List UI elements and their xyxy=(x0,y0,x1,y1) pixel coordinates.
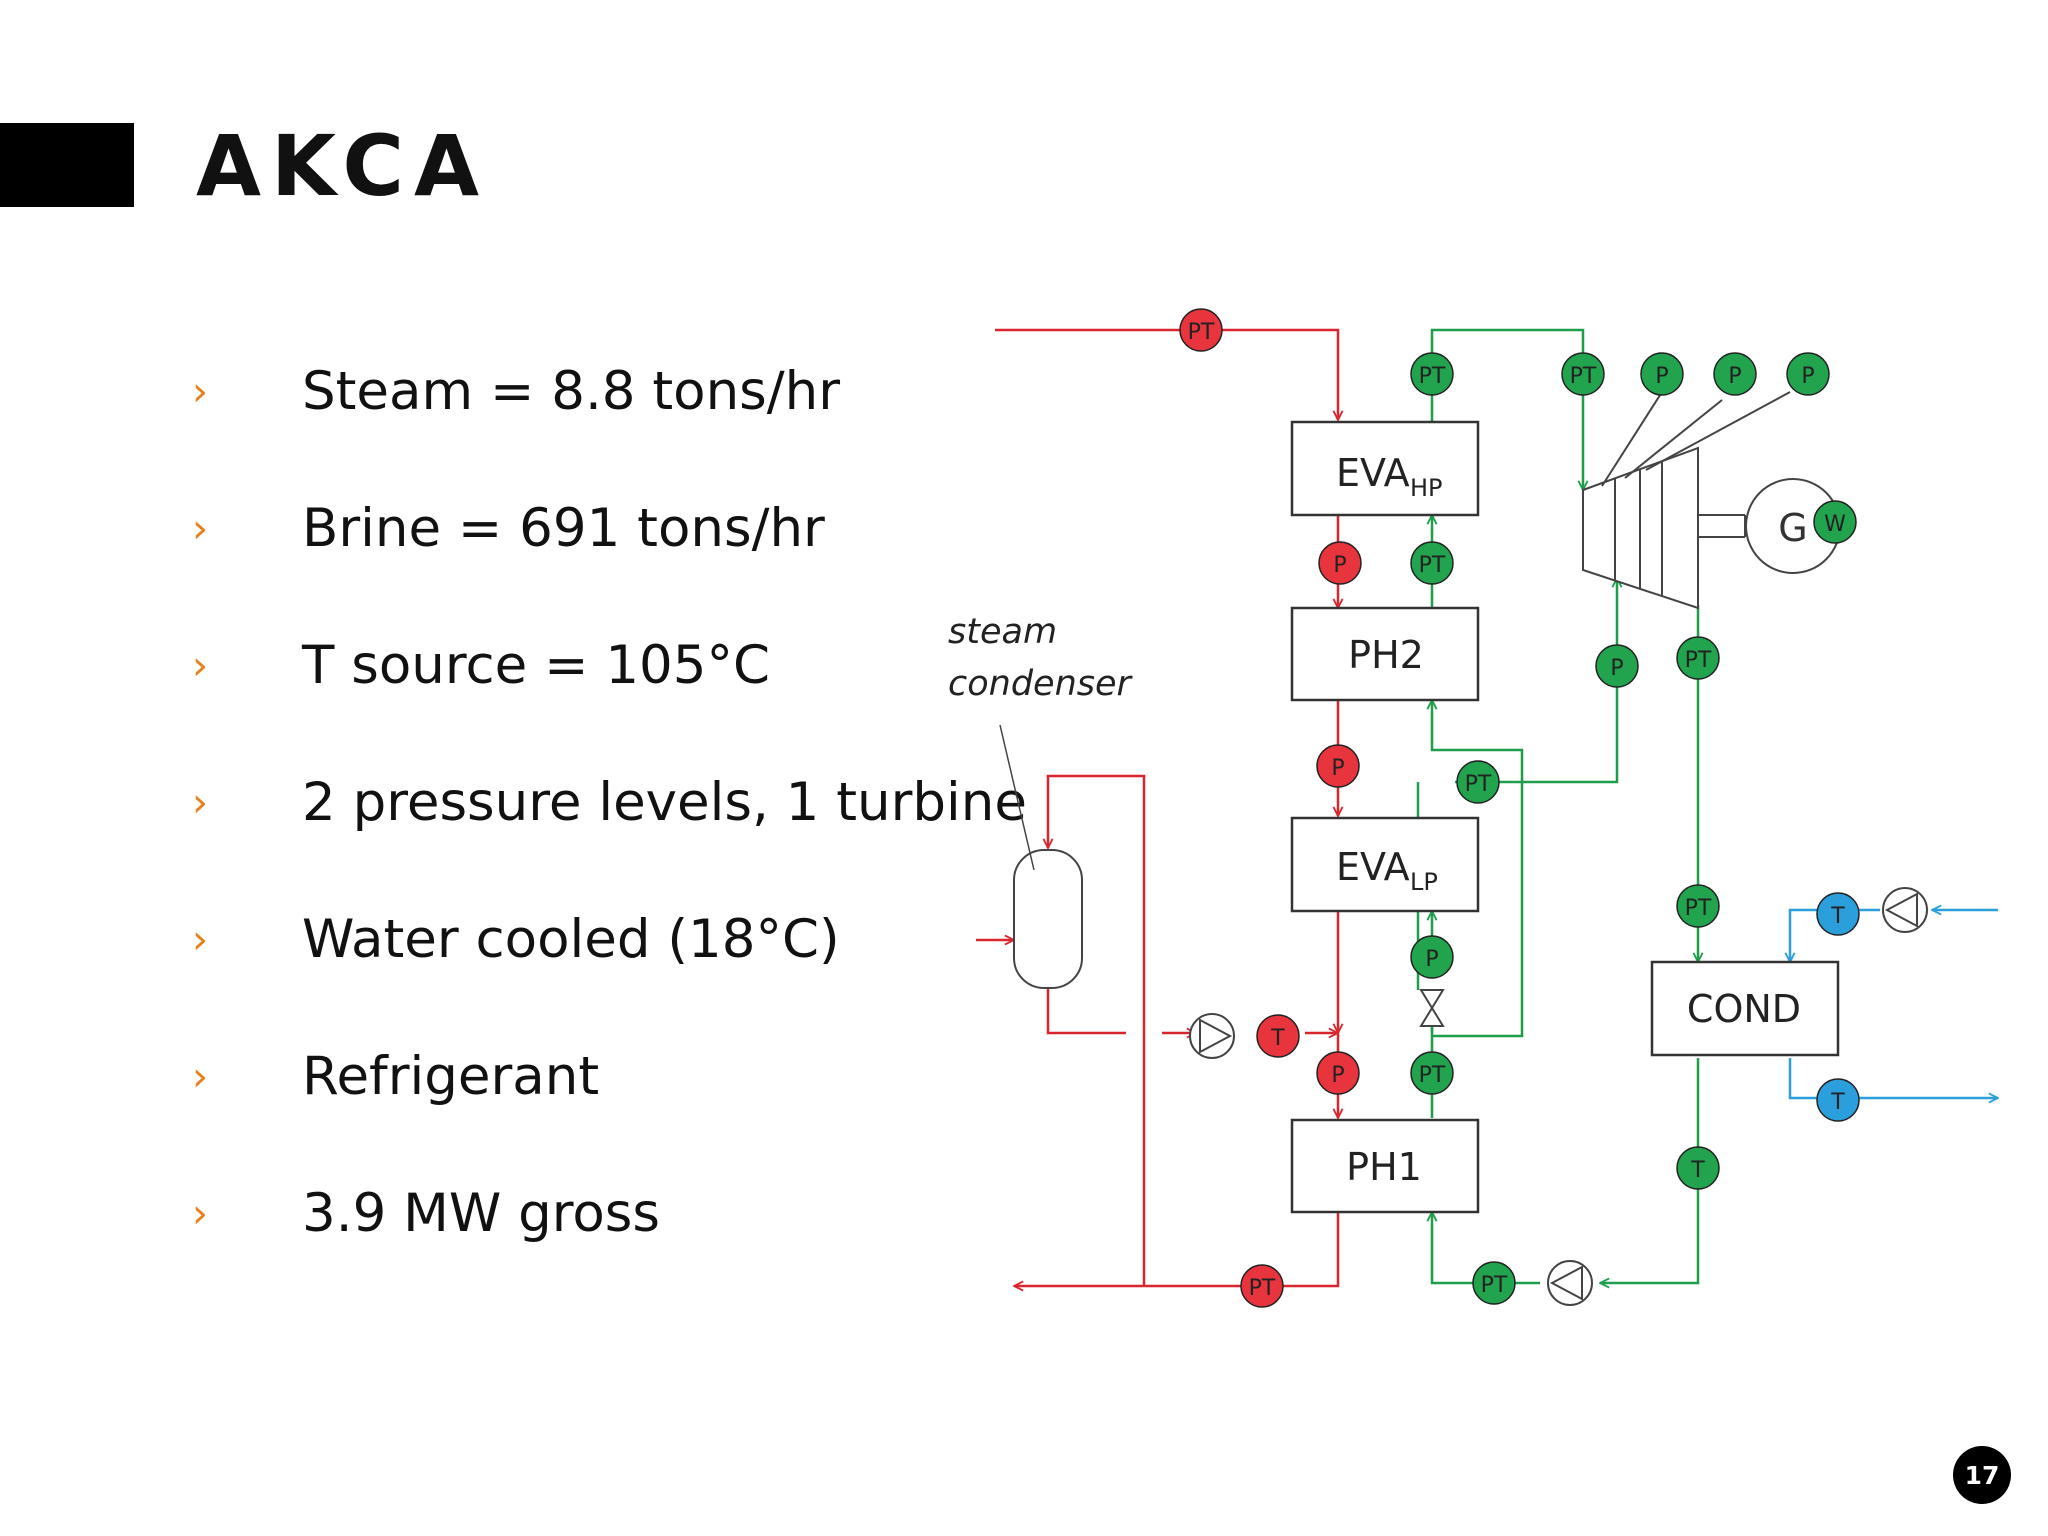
chevron-right-icon: › xyxy=(192,917,208,963)
svg-text:EVA: EVA xyxy=(1336,451,1410,495)
svg-text:PT: PT xyxy=(1249,1276,1276,1301)
sensor-pt: PT xyxy=(1410,352,1454,396)
chevron-right-icon: › xyxy=(192,643,208,689)
sensor-pt: PT xyxy=(1410,541,1454,585)
sensor-p: P xyxy=(1410,935,1454,979)
svg-text:T: T xyxy=(1830,904,1845,929)
bullet-text: Steam = 8.8 tons/hr xyxy=(302,361,841,422)
svg-text:COND: COND xyxy=(1687,987,1801,1031)
bullet-text: Water cooled (18°C) xyxy=(302,909,840,970)
svg-text:PT: PT xyxy=(1685,648,1712,673)
sensor-pt: PT xyxy=(1240,1264,1284,1308)
svg-text:P: P xyxy=(1333,553,1346,578)
svg-text:P: P xyxy=(1331,756,1344,781)
svg-text:PT: PT xyxy=(1419,553,1446,578)
ph2-box: PH2 xyxy=(1290,606,1480,702)
bullet-text: 2 pressure levels, 1 turbine xyxy=(302,772,1027,833)
sensor-p: P xyxy=(1316,744,1360,788)
svg-text:PT: PT xyxy=(1419,1063,1446,1088)
svg-text:P: P xyxy=(1801,364,1814,389)
svg-text:PH2: PH2 xyxy=(1348,633,1424,677)
sensor-pt: PT xyxy=(1456,760,1500,804)
chevron-right-icon: › xyxy=(192,506,208,552)
sensor-pt: PT xyxy=(1472,1261,1516,1305)
eva-lp-box: EVA LP xyxy=(1290,816,1480,913)
valve-icon xyxy=(1419,989,1445,1027)
sensor-pt: PT xyxy=(1179,308,1223,352)
cond-box: COND xyxy=(1650,960,1840,1057)
sensor-pt: PT xyxy=(1561,352,1605,396)
generator: G xyxy=(1745,478,1841,574)
title-accent-bar xyxy=(0,123,134,207)
sensor-p: P xyxy=(1318,541,1362,585)
eva-hp-box: EVA HP xyxy=(1290,420,1480,517)
bullet-item: › Steam = 8.8 tons/hr xyxy=(190,360,1027,497)
svg-text:PT: PT xyxy=(1188,320,1215,345)
ph1-box: PH1 xyxy=(1290,1118,1480,1214)
slide-title: AKCA xyxy=(196,117,489,215)
chevron-right-icon: › xyxy=(192,780,208,826)
page-number-badge: 17 xyxy=(1953,1446,2011,1504)
svg-text:P: P xyxy=(1655,364,1668,389)
annotation-condenser: condenser xyxy=(948,664,1134,704)
sensor-pt: PT xyxy=(1676,884,1720,928)
sensor-t: T xyxy=(1816,1078,1860,1122)
sensor-p: P xyxy=(1713,352,1757,396)
svg-text:T: T xyxy=(1270,1026,1285,1051)
bullet-item: › 3.9 MW gross xyxy=(190,1182,1027,1319)
pump-icon xyxy=(1882,887,1928,933)
bullet-item: › Refrigerant xyxy=(190,1045,1027,1182)
bullet-item: › Water cooled (18°C) xyxy=(190,908,1027,1045)
svg-text:T: T xyxy=(1690,1158,1705,1183)
sensor-p: P xyxy=(1316,1051,1360,1095)
bullet-item: › Brine = 691 tons/hr xyxy=(190,497,1027,634)
sensor-t: T xyxy=(1256,1014,1300,1058)
brine-lines xyxy=(976,328,1338,1286)
bullet-text: Refrigerant xyxy=(302,1046,600,1107)
svg-text:LP: LP xyxy=(1410,868,1438,896)
svg-text:HP: HP xyxy=(1410,474,1443,502)
chevron-right-icon: › xyxy=(192,369,208,415)
svg-text:T: T xyxy=(1830,1090,1845,1115)
svg-text:PT: PT xyxy=(1685,896,1712,921)
chevron-right-icon: › xyxy=(192,1191,208,1237)
bullet-text: T source = 105°C xyxy=(302,635,770,696)
svg-text:PT: PT xyxy=(1419,364,1446,389)
svg-text:P: P xyxy=(1610,656,1623,681)
steam-condenser xyxy=(999,724,1083,989)
svg-text:P: P xyxy=(1331,1063,1344,1088)
sensor-p: P xyxy=(1595,644,1639,688)
bullet-text: 3.9 MW gross xyxy=(302,1183,661,1244)
svg-text:P: P xyxy=(1425,947,1438,972)
annotation-steam: steam xyxy=(948,612,1057,652)
bullet-item: › T source = 105°C xyxy=(190,634,1027,771)
svg-text:P: P xyxy=(1728,364,1741,389)
chevron-right-icon: › xyxy=(192,1054,208,1100)
pump-icon xyxy=(1547,1260,1593,1306)
sensor-pt: PT xyxy=(1410,1051,1454,1095)
svg-text:PT: PT xyxy=(1481,1273,1508,1298)
bullet-text: Brine = 691 tons/hr xyxy=(302,498,825,559)
svg-text:PT: PT xyxy=(1465,772,1492,797)
bullet-item: › 2 pressure levels, 1 turbine xyxy=(190,771,1027,908)
svg-text:W: W xyxy=(1824,512,1846,537)
sensor-p: P xyxy=(1786,352,1830,396)
sensor-t: T xyxy=(1816,892,1860,936)
sensor-w: W xyxy=(1813,500,1857,544)
sensor-pt: PT xyxy=(1676,636,1720,680)
svg-text:PT: PT xyxy=(1570,364,1597,389)
sensor-p: P xyxy=(1640,352,1684,396)
pump-icon xyxy=(1189,1013,1235,1059)
sensor-t: T xyxy=(1676,1146,1720,1190)
bullet-list: › Steam = 8.8 tons/hr › Brine = 691 tons/h… xyxy=(190,360,1027,1319)
svg-text:G: G xyxy=(1778,506,1807,550)
svg-text:EVA: EVA xyxy=(1336,845,1410,889)
turbine xyxy=(1582,391,1791,610)
svg-text:PH1: PH1 xyxy=(1346,1145,1422,1189)
